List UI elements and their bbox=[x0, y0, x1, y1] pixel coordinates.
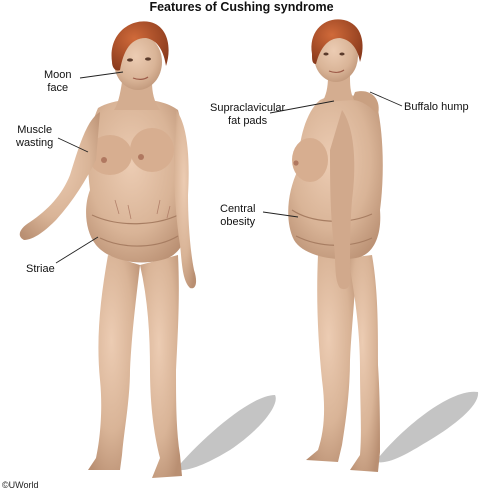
label-buffalo-hump: Buffalo hump bbox=[404, 101, 469, 113]
figure-side-view bbox=[288, 19, 383, 472]
leader-striae bbox=[55, 236, 99, 264]
ground-shadow-left bbox=[175, 395, 276, 471]
label-striae: Striae bbox=[26, 263, 55, 275]
label-central-obesity-line2: obesity bbox=[220, 216, 256, 228]
label-supraclavicular-line2: fat pads bbox=[228, 115, 268, 127]
leader-central-obesity bbox=[262, 211, 299, 218]
leader-moon-face bbox=[79, 71, 124, 79]
leader-buffalo-hump bbox=[369, 91, 403, 107]
label-supraclavicular: Supraclavicular fat pads bbox=[210, 102, 285, 128]
figure-front-view bbox=[19, 21, 197, 478]
label-muscle-wasting-line1: Muscle bbox=[17, 124, 53, 136]
label-moon-face-line2: face bbox=[47, 82, 69, 94]
label-central-obesity-line1: Central bbox=[220, 203, 256, 215]
copyright-credit: ©UWorld bbox=[2, 480, 39, 490]
leader-supraclavicular bbox=[269, 100, 335, 114]
label-moon-face: Moon face bbox=[44, 69, 72, 95]
label-moon-face-line1: Moon bbox=[44, 69, 72, 81]
label-supraclavicular-line1: Supraclavicular bbox=[210, 102, 286, 114]
ground-shadow-right bbox=[375, 391, 479, 463]
leader-muscle-wasting bbox=[57, 137, 89, 153]
label-muscle-wasting-line2: wasting bbox=[16, 137, 54, 149]
figure-title: Features of Cushing syndrome bbox=[149, 0, 334, 14]
label-central-obesity: Central obesity bbox=[220, 203, 255, 229]
label-muscle-wasting: Muscle wasting bbox=[16, 124, 53, 150]
